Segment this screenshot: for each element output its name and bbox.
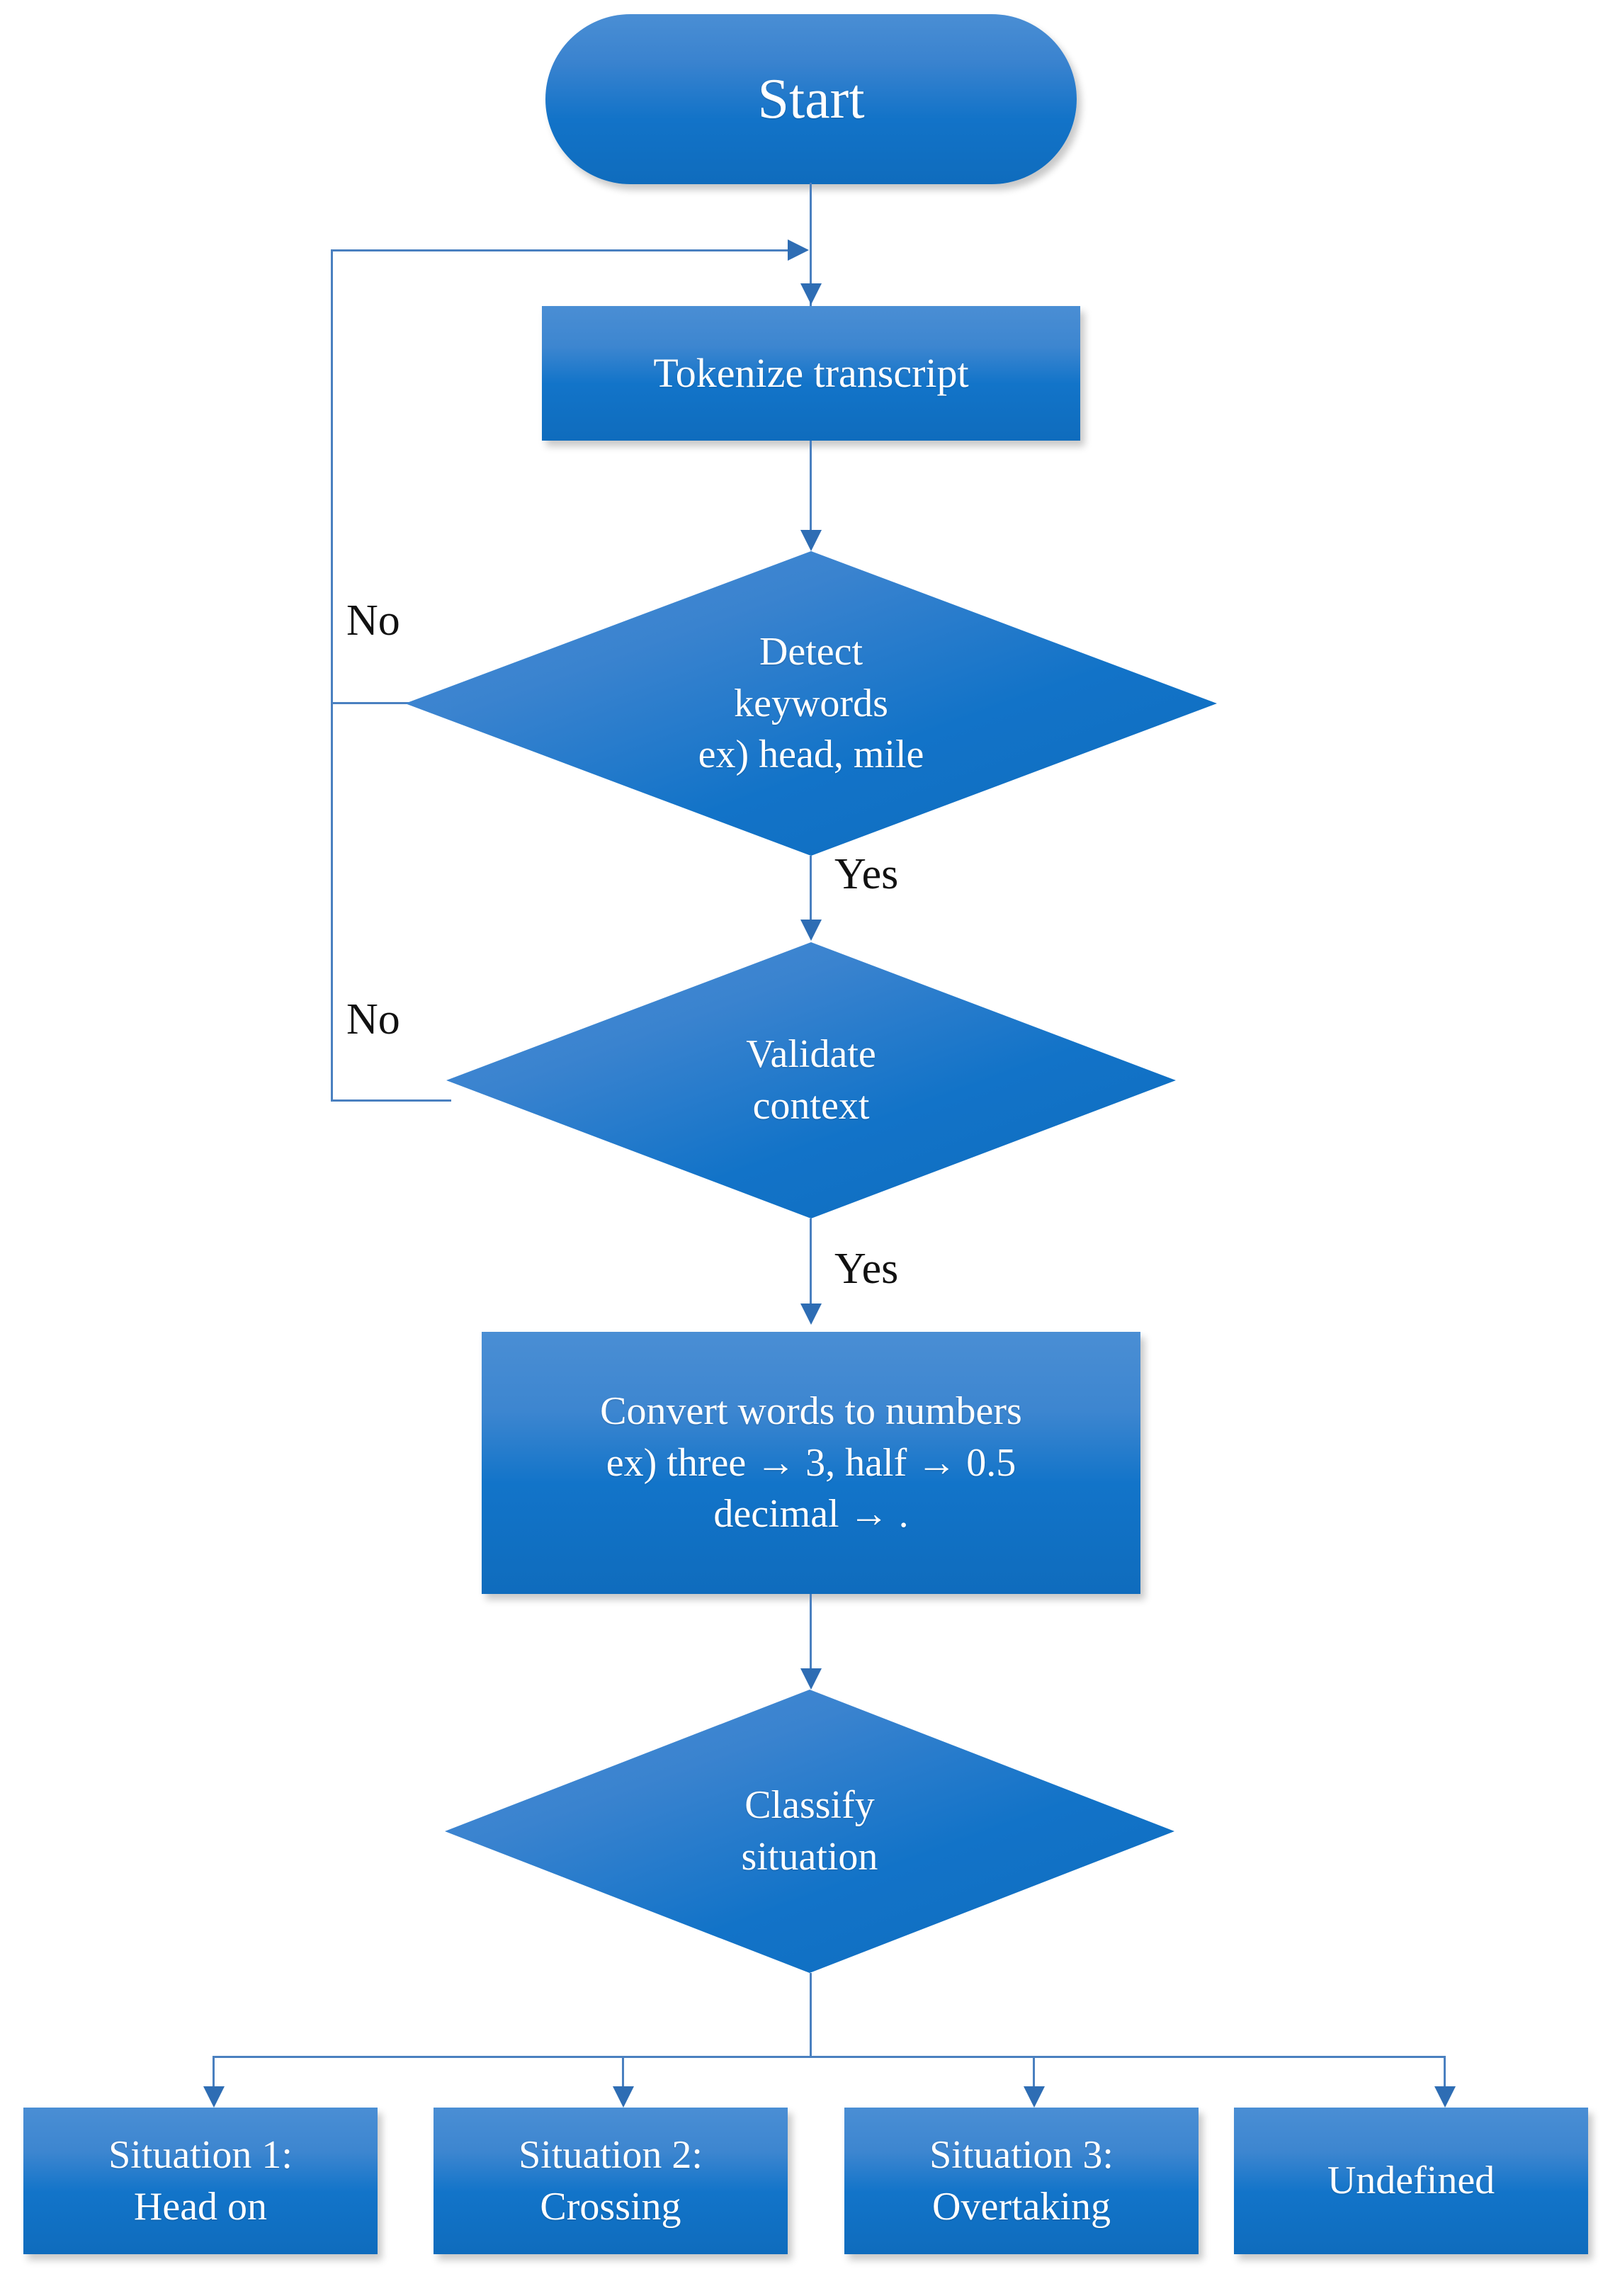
node-situation-2[interactable]: Situation 2: Crossing <box>434 2108 788 2254</box>
edge-bus-drop-4 <box>1444 2056 1446 2102</box>
node-start[interactable]: Start <box>545 14 1077 184</box>
edge-classify-to-bus <box>810 1973 812 2058</box>
edge-detect-no <box>331 702 409 704</box>
edge-outcome-bus <box>213 2056 1445 2058</box>
node-situation-2-label: Situation 2: Crossing <box>519 2132 703 2229</box>
node-situation-1[interactable]: Situation 1: Head on <box>23 2108 378 2254</box>
edge-start-to-merge <box>810 183 812 261</box>
edge-drop-2-arrowhead <box>613 2086 634 2108</box>
node-situation-3-label: Situation 3: Overtaking <box>929 2132 1114 2229</box>
node-convert-words-to-numbers-label: Convert words to numbers ex) three → 3, … <box>600 1389 1022 1537</box>
node-convert-words-to-numbers[interactable]: Convert words to numbers ex) three → 3, … <box>482 1332 1140 1594</box>
edge-validate-no <box>331 1099 451 1102</box>
edge-validate-yes-arrowhead <box>800 1303 822 1325</box>
edge-label-detect-yes: Yes <box>834 850 899 898</box>
node-situation-3[interactable]: Situation 3: Overtaking <box>844 2108 1199 2254</box>
edge-detect-yes <box>810 856 812 937</box>
edge-to-detect-arrowhead <box>800 530 822 551</box>
edge-to-tokenize-arrowhead <box>800 283 822 305</box>
edge-convert-to-classify <box>810 1594 812 1686</box>
node-tokenize-transcript[interactable]: Tokenize transcript <box>542 306 1080 441</box>
node-detect-keywords[interactable]: Detect keywords ex) head, mile <box>405 551 1217 856</box>
node-undefined[interactable]: Undefined <box>1234 2108 1588 2254</box>
decision-shape <box>446 942 1176 1218</box>
node-validate-context[interactable]: Validate context <box>446 942 1176 1218</box>
edge-to-classify-arrowhead <box>800 1668 822 1690</box>
edge-drop-4-arrowhead <box>1434 2086 1456 2108</box>
edge-loop-top-rail <box>331 249 798 251</box>
decision-shape <box>445 1690 1174 1973</box>
edge-validate-yes <box>810 1218 812 1321</box>
node-classify-situation[interactable]: Classify situation <box>445 1690 1174 1973</box>
edge-tokenize-to-detect <box>810 441 812 540</box>
node-undefined-label: Undefined <box>1327 2159 1495 2203</box>
edge-bus-drop-2 <box>622 2056 624 2102</box>
edge-bus-drop-1 <box>213 2056 215 2102</box>
node-start-label: Start <box>757 68 865 130</box>
edge-bus-drop-3 <box>1033 2056 1035 2102</box>
node-situation-1-label: Situation 1: Head on <box>108 2132 293 2229</box>
decision-shape <box>405 551 1217 856</box>
node-tokenize-transcript-label: Tokenize transcript <box>653 350 969 397</box>
edge-drop-1-arrowhead <box>203 2086 225 2108</box>
edge-label-validate-no: No <box>346 995 400 1044</box>
edge-drop-3-arrowhead <box>1024 2086 1045 2108</box>
edge-label-validate-yes: Yes <box>834 1245 899 1293</box>
edge-detect-yes-arrowhead <box>800 920 822 941</box>
edge-loop-arrowhead <box>788 239 809 261</box>
edge-label-detect-no: No <box>346 596 400 645</box>
edge-loop-left-rail <box>331 249 333 1102</box>
edge-merge-to-tokenize <box>810 249 812 312</box>
